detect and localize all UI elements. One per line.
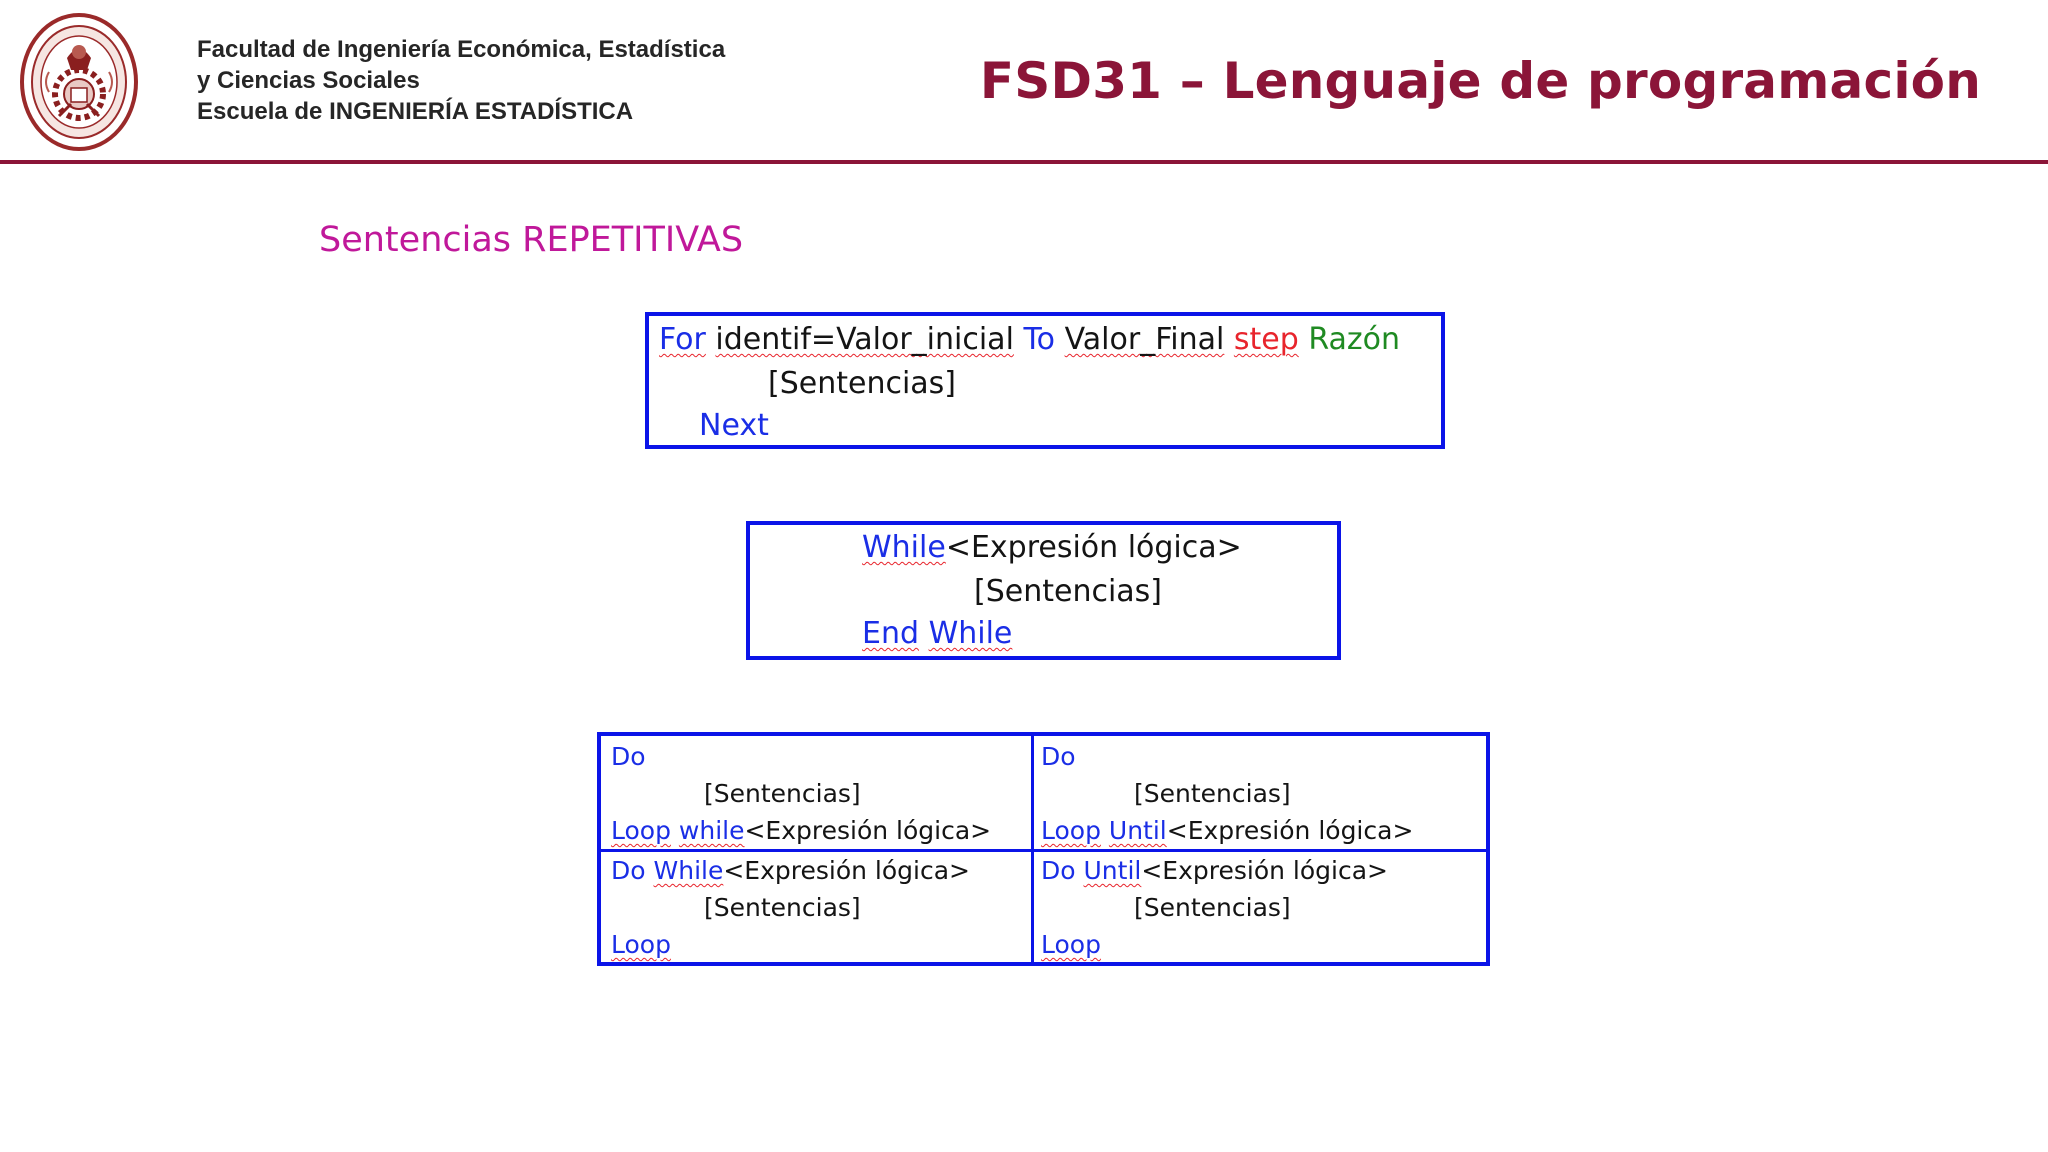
do-keyword: Do <box>611 742 646 771</box>
for-next-box: For identif=Valor_inicial To Valor_Final… <box>645 312 1445 449</box>
while-keyword: while <box>678 816 745 845</box>
header-divider <box>0 160 2048 164</box>
cell-body: [Sentencias] <box>1134 779 1291 808</box>
do-loop-until-cell: Do [Sentencias] Loop Until<Expresión lóg… <box>1041 742 1481 847</box>
step-keyword: step <box>1233 322 1299 357</box>
while-body: [Sentencias] <box>974 574 1162 609</box>
while-keyword: While <box>862 530 946 565</box>
while-box: While<Expresión lógica> [Sentencias] End… <box>746 521 1341 660</box>
while-condition: <Expresión lógica> <box>945 530 1242 565</box>
do-while-loop-cell: Do While<Expresión lógica> [Sentencias] … <box>611 856 1031 961</box>
end-keyword: End <box>862 616 920 651</box>
do-while-line: Do While<Expresión lógica> <box>611 856 970 885</box>
do-until-line: Do Until<Expresión lógica> <box>1041 856 1388 885</box>
while-line: While<Expresión lógica> <box>862 530 1242 565</box>
slide-subtitle: Sentencias REPETITIVAS <box>319 220 744 260</box>
end-while-keyword: While <box>928 616 1013 651</box>
do-keyword: Do <box>611 856 646 885</box>
while-keyword: While <box>653 856 724 885</box>
table-horizontal-divider <box>601 849 1486 852</box>
end-while-line: End While <box>862 616 1012 651</box>
cell-body: [Sentencias] <box>704 779 861 808</box>
do-until-loop-cell: Do Until<Expresión lógica> [Sentencias] … <box>1041 856 1481 961</box>
for-body: [Sentencias] <box>768 366 956 401</box>
loop-keyword: Loop <box>1041 930 1101 959</box>
until-keyword: Until <box>1083 856 1142 885</box>
institution-line-1: Facultad de Ingeniería Económica, Estadí… <box>197 36 726 63</box>
step-value: Razón <box>1308 322 1401 357</box>
loop-keyword: Loop <box>1041 816 1101 845</box>
cell-body: [Sentencias] <box>1134 893 1291 922</box>
cell-condition: <Expresión lógica> <box>744 816 992 845</box>
cell-body: [Sentencias] <box>704 893 861 922</box>
do-loop-while-cell: Do [Sentencias] Loop while<Expresión lóg… <box>611 742 1031 847</box>
until-keyword: Until <box>1108 816 1167 845</box>
slide-header: Facultad de Ingeniería Económica, Estadí… <box>0 0 2048 166</box>
for-line: For identif=Valor_inicial To Valor_Final… <box>659 322 1400 357</box>
loop-while-line: Loop while<Expresión lógica> <box>611 816 991 845</box>
for-keyword: For <box>659 322 706 357</box>
loop-until-line: Loop Until<Expresión lógica> <box>1041 816 1413 845</box>
loop-keyword: Loop <box>611 930 671 959</box>
do-keyword: Do <box>1041 742 1076 771</box>
institution-line-3: Escuela de INGENIERÍA ESTADÍSTICA <box>197 98 634 125</box>
for-final-value: Valor_Final <box>1064 322 1225 357</box>
institution-name: Facultad de Ingeniería Económica, Estadí… <box>197 34 725 127</box>
do-loop-table: Do [Sentencias] Loop while<Expresión lóg… <box>597 732 1490 966</box>
for-initializer: identif=Valor_inicial <box>715 322 1014 357</box>
cell-condition: <Expresión lógica> <box>723 856 970 885</box>
do-keyword: Do <box>1041 856 1076 885</box>
institution-line-2: y Ciencias Sociales <box>197 67 420 94</box>
cell-condition: <Expresión lógica> <box>1141 856 1388 885</box>
cell-condition: <Expresión lógica> <box>1166 816 1414 845</box>
course-title: FSD31 – Lenguaje de programación <box>979 52 1981 110</box>
university-seal-icon <box>20 13 138 151</box>
next-keyword: Next <box>699 408 769 443</box>
loop-keyword: Loop <box>611 816 671 845</box>
to-keyword: To <box>1023 322 1056 357</box>
